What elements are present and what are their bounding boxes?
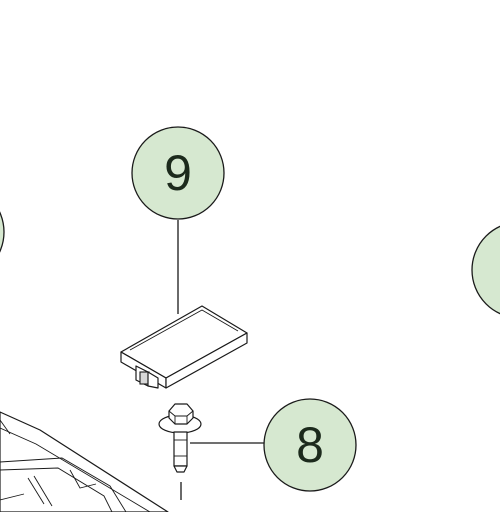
callout-partial-right xyxy=(471,225,500,315)
callout-9-circle xyxy=(131,126,225,220)
callout-9-label: 9 xyxy=(164,145,192,201)
cover-plate-part xyxy=(120,305,248,389)
underbody-panel-part xyxy=(0,411,169,512)
callout-8-label: 8 xyxy=(296,417,324,473)
callout-8-circle xyxy=(263,398,357,492)
callout-partial-left xyxy=(0,211,5,253)
flange-bolt-part xyxy=(158,403,202,473)
callout-9: 9 xyxy=(131,126,225,220)
callout-8: 8 xyxy=(263,398,357,492)
